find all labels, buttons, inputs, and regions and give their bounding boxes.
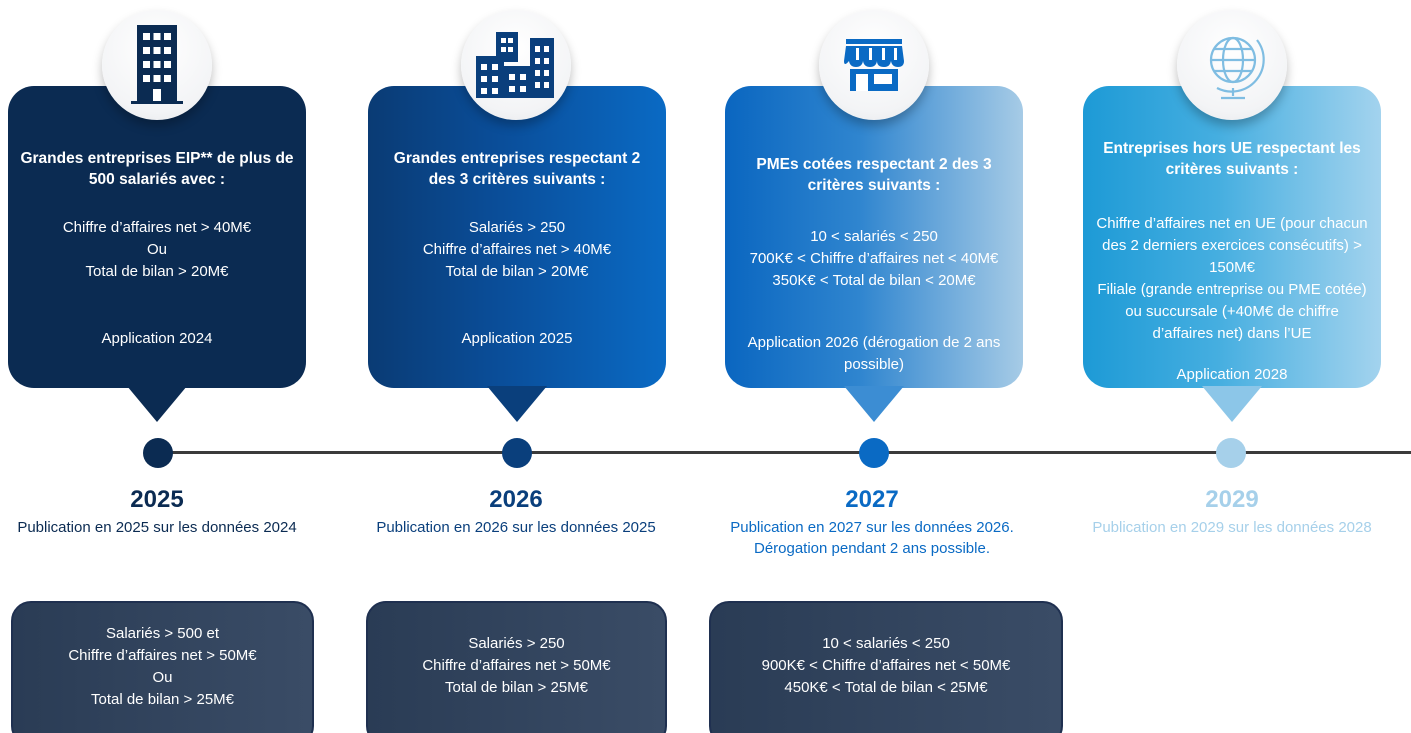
threshold-item: 450K€ < Total de bilan < 25M€ — [784, 679, 988, 696]
threshold-item: 900K€ < Chiffre d’affaires net < 50M€ — [761, 657, 1011, 674]
year-label: 2026 — [489, 486, 543, 513]
threshold-item: Chiffre d’affaires net > 50M€ — [422, 657, 611, 674]
criteria-item: 10 < salariés < 250 — [810, 228, 938, 245]
timeline-dot-2025 — [143, 438, 173, 468]
threshold-item: 10 < salariés < 250 — [822, 635, 950, 652]
stage-card-2025: Grandes entreprises EIP** de plus de 500… — [8, 86, 306, 422]
year-label: 2029 — [1205, 486, 1259, 513]
criteria-item: Total de bilan > 20M€ — [445, 263, 589, 280]
stage-title: Entreprises hors UE respectant les critè… — [1103, 140, 1361, 178]
criteria-item: Chiffre d’affaires net > 40M€ — [62, 219, 252, 236]
threshold-item: Total de bilan > 25M€ — [444, 679, 588, 696]
city-buildings-icon — [461, 10, 571, 120]
publication-text: Publication en 2026 sur les données 2025 — [376, 519, 656, 536]
stage-card-2029: Entreprises hors UE respectant les critè… — [1083, 86, 1381, 422]
stage-card-2026: Grandes entreprises respectant 2 des 3 c… — [368, 86, 666, 422]
card-pointer — [844, 386, 904, 422]
criteria-item: Ou — [146, 241, 167, 258]
threshold-item: Chiffre d’affaires net > 50M€ — [68, 647, 257, 664]
threshold-item: Salariés > 250 — [468, 635, 565, 652]
criteria-item: Chiffre d’affaires net > 40M€ — [422, 241, 612, 258]
threshold-item: Salariés > 500 et — [106, 625, 219, 642]
threshold-card-2026: Salariés > 250 Chiffre d’affaires net > … — [366, 601, 667, 733]
stage-card-2027: PMEs cotées respectant 2 des 3 critères … — [725, 86, 1023, 422]
card-pointer — [487, 386, 547, 422]
threshold-item: Total de bilan > 25M€ — [90, 691, 234, 708]
criteria-list: Chiffre d’affaires net > 40M€ Ou Total d… — [20, 217, 294, 283]
office-building-icon — [102, 10, 212, 120]
application-year: Application 2026 (dérogation de 2 ans po… — [747, 334, 1001, 373]
timeline-dot-2027 — [859, 438, 889, 468]
criteria-list: Chiffre d’affaires net en UE (pour chacu… — [1095, 213, 1369, 345]
card-pointer — [127, 386, 187, 422]
threshold-card-2025: Salariés > 500 et Chiffre d’affaires net… — [11, 601, 314, 733]
criteria-item: Total de bilan > 20M€ — [85, 263, 229, 280]
publication-text: Publication en 2027 sur les données 2026… — [730, 519, 1014, 557]
criteria-item: 350K€ < Total de bilan < 20M€ — [772, 272, 976, 289]
criteria-item: Chiffre d’affaires net en UE (pour chacu… — [1096, 215, 1368, 276]
application-year: Application 2024 — [101, 330, 213, 347]
criteria-list: 10 < salariés < 250 700K€ < Chiffre d’af… — [737, 226, 1011, 292]
year-label: 2025 — [130, 486, 184, 513]
storefront-icon — [819, 10, 929, 120]
criteria-item: 700K€ < Chiffre d’affaires net < 40M€ — [749, 250, 999, 267]
criteria-item: Salariés > 250 — [468, 219, 566, 236]
publication-text: Publication en 2025 sur les données 2024 — [17, 519, 297, 536]
timeline-dot-2026 — [502, 438, 532, 468]
stage-title: Grandes entreprises respectant 2 des 3 c… — [393, 150, 641, 188]
application-year: Application 2028 — [1176, 366, 1288, 383]
globe-icon — [1177, 10, 1287, 120]
card-pointer — [1202, 386, 1262, 422]
timeline-line — [160, 451, 1411, 454]
stage-title: Grandes entreprises EIP** de plus de 500… — [20, 150, 294, 188]
publication-text: Publication en 2029 sur les données 2028 — [1092, 519, 1372, 536]
threshold-card-2027: 10 < salariés < 250 900K€ < Chiffre d’af… — [709, 601, 1063, 733]
timeline-dot-2029 — [1216, 438, 1246, 468]
stage-title: PMEs cotées respectant 2 des 3 critères … — [756, 156, 992, 194]
threshold-item: Ou — [152, 669, 173, 686]
application-year: Application 2025 — [461, 330, 573, 347]
criteria-item: Filiale (grande entreprise ou PME cotée)… — [1097, 281, 1367, 342]
year-label: 2027 — [845, 486, 899, 513]
criteria-list: Salariés > 250 Chiffre d’affaires net > … — [380, 217, 654, 283]
